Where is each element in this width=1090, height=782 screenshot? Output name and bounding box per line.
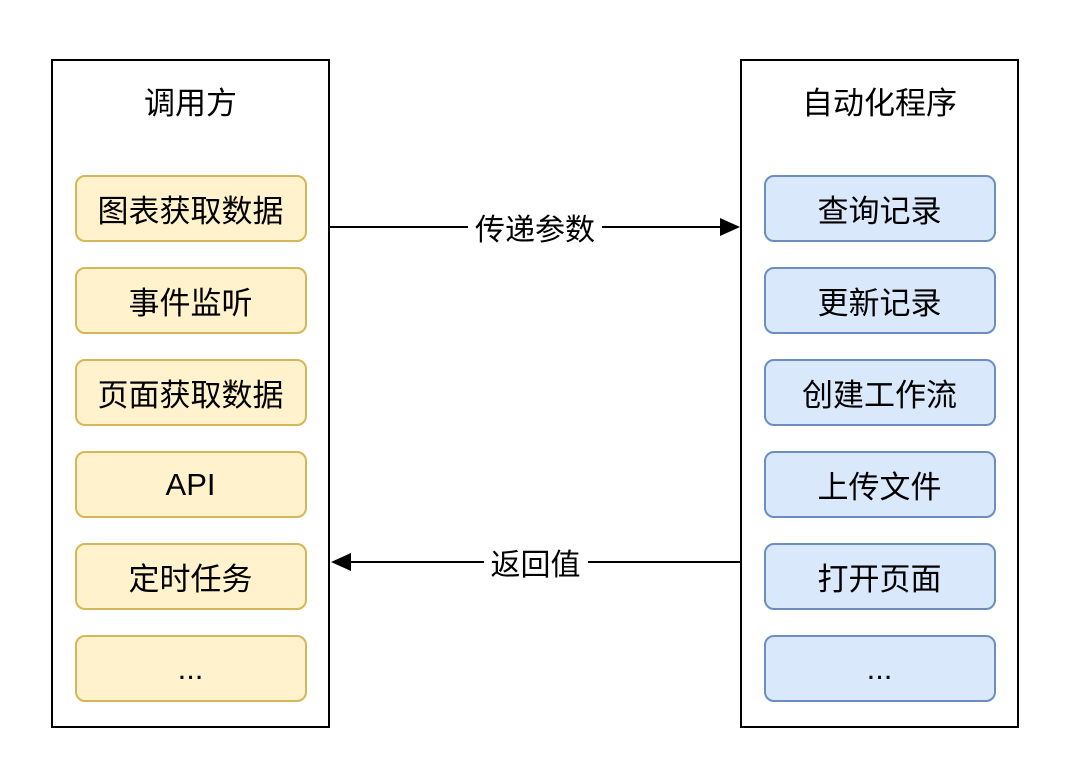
arrow-pass-parameters-label: 传递参数 (468, 204, 602, 250)
automation-items: 查询记录更新记录创建工作流上传文件打开页面... (742, 175, 1017, 702)
caller-box-title: 调用方 (144, 86, 237, 121)
automation-node: ... (763, 635, 996, 702)
caller-node: API (74, 451, 307, 518)
caller-node: 定时任务 (74, 543, 307, 610)
caller-box: 调用方 图表获取数据事件监听页面获取数据 API 定时任务... (51, 59, 330, 728)
arrowhead-left-icon (331, 553, 351, 571)
arrow-return-value-label: 返回值 (483, 539, 588, 585)
caller-node: 页面获取数据 (74, 359, 307, 426)
automation-node: 查询记录 (763, 175, 996, 242)
automation-node: 更新记录 (763, 267, 996, 334)
automation-node: 打开页面 (763, 543, 996, 610)
caller-node: 事件监听 (74, 267, 307, 334)
automation-box-title: 自动化程序 (802, 86, 957, 121)
automation-node: 上传文件 (763, 451, 996, 518)
automation-box: 自动化程序 查询记录更新记录创建工作流上传文件打开页面... (740, 59, 1019, 728)
arrowhead-right-icon (720, 218, 740, 236)
caller-node: 图表获取数据 (74, 175, 307, 242)
caller-node: ... (74, 635, 307, 702)
automation-node: 创建工作流 (763, 359, 996, 426)
caller-items: 图表获取数据事件监听页面获取数据 API 定时任务... (53, 175, 328, 702)
